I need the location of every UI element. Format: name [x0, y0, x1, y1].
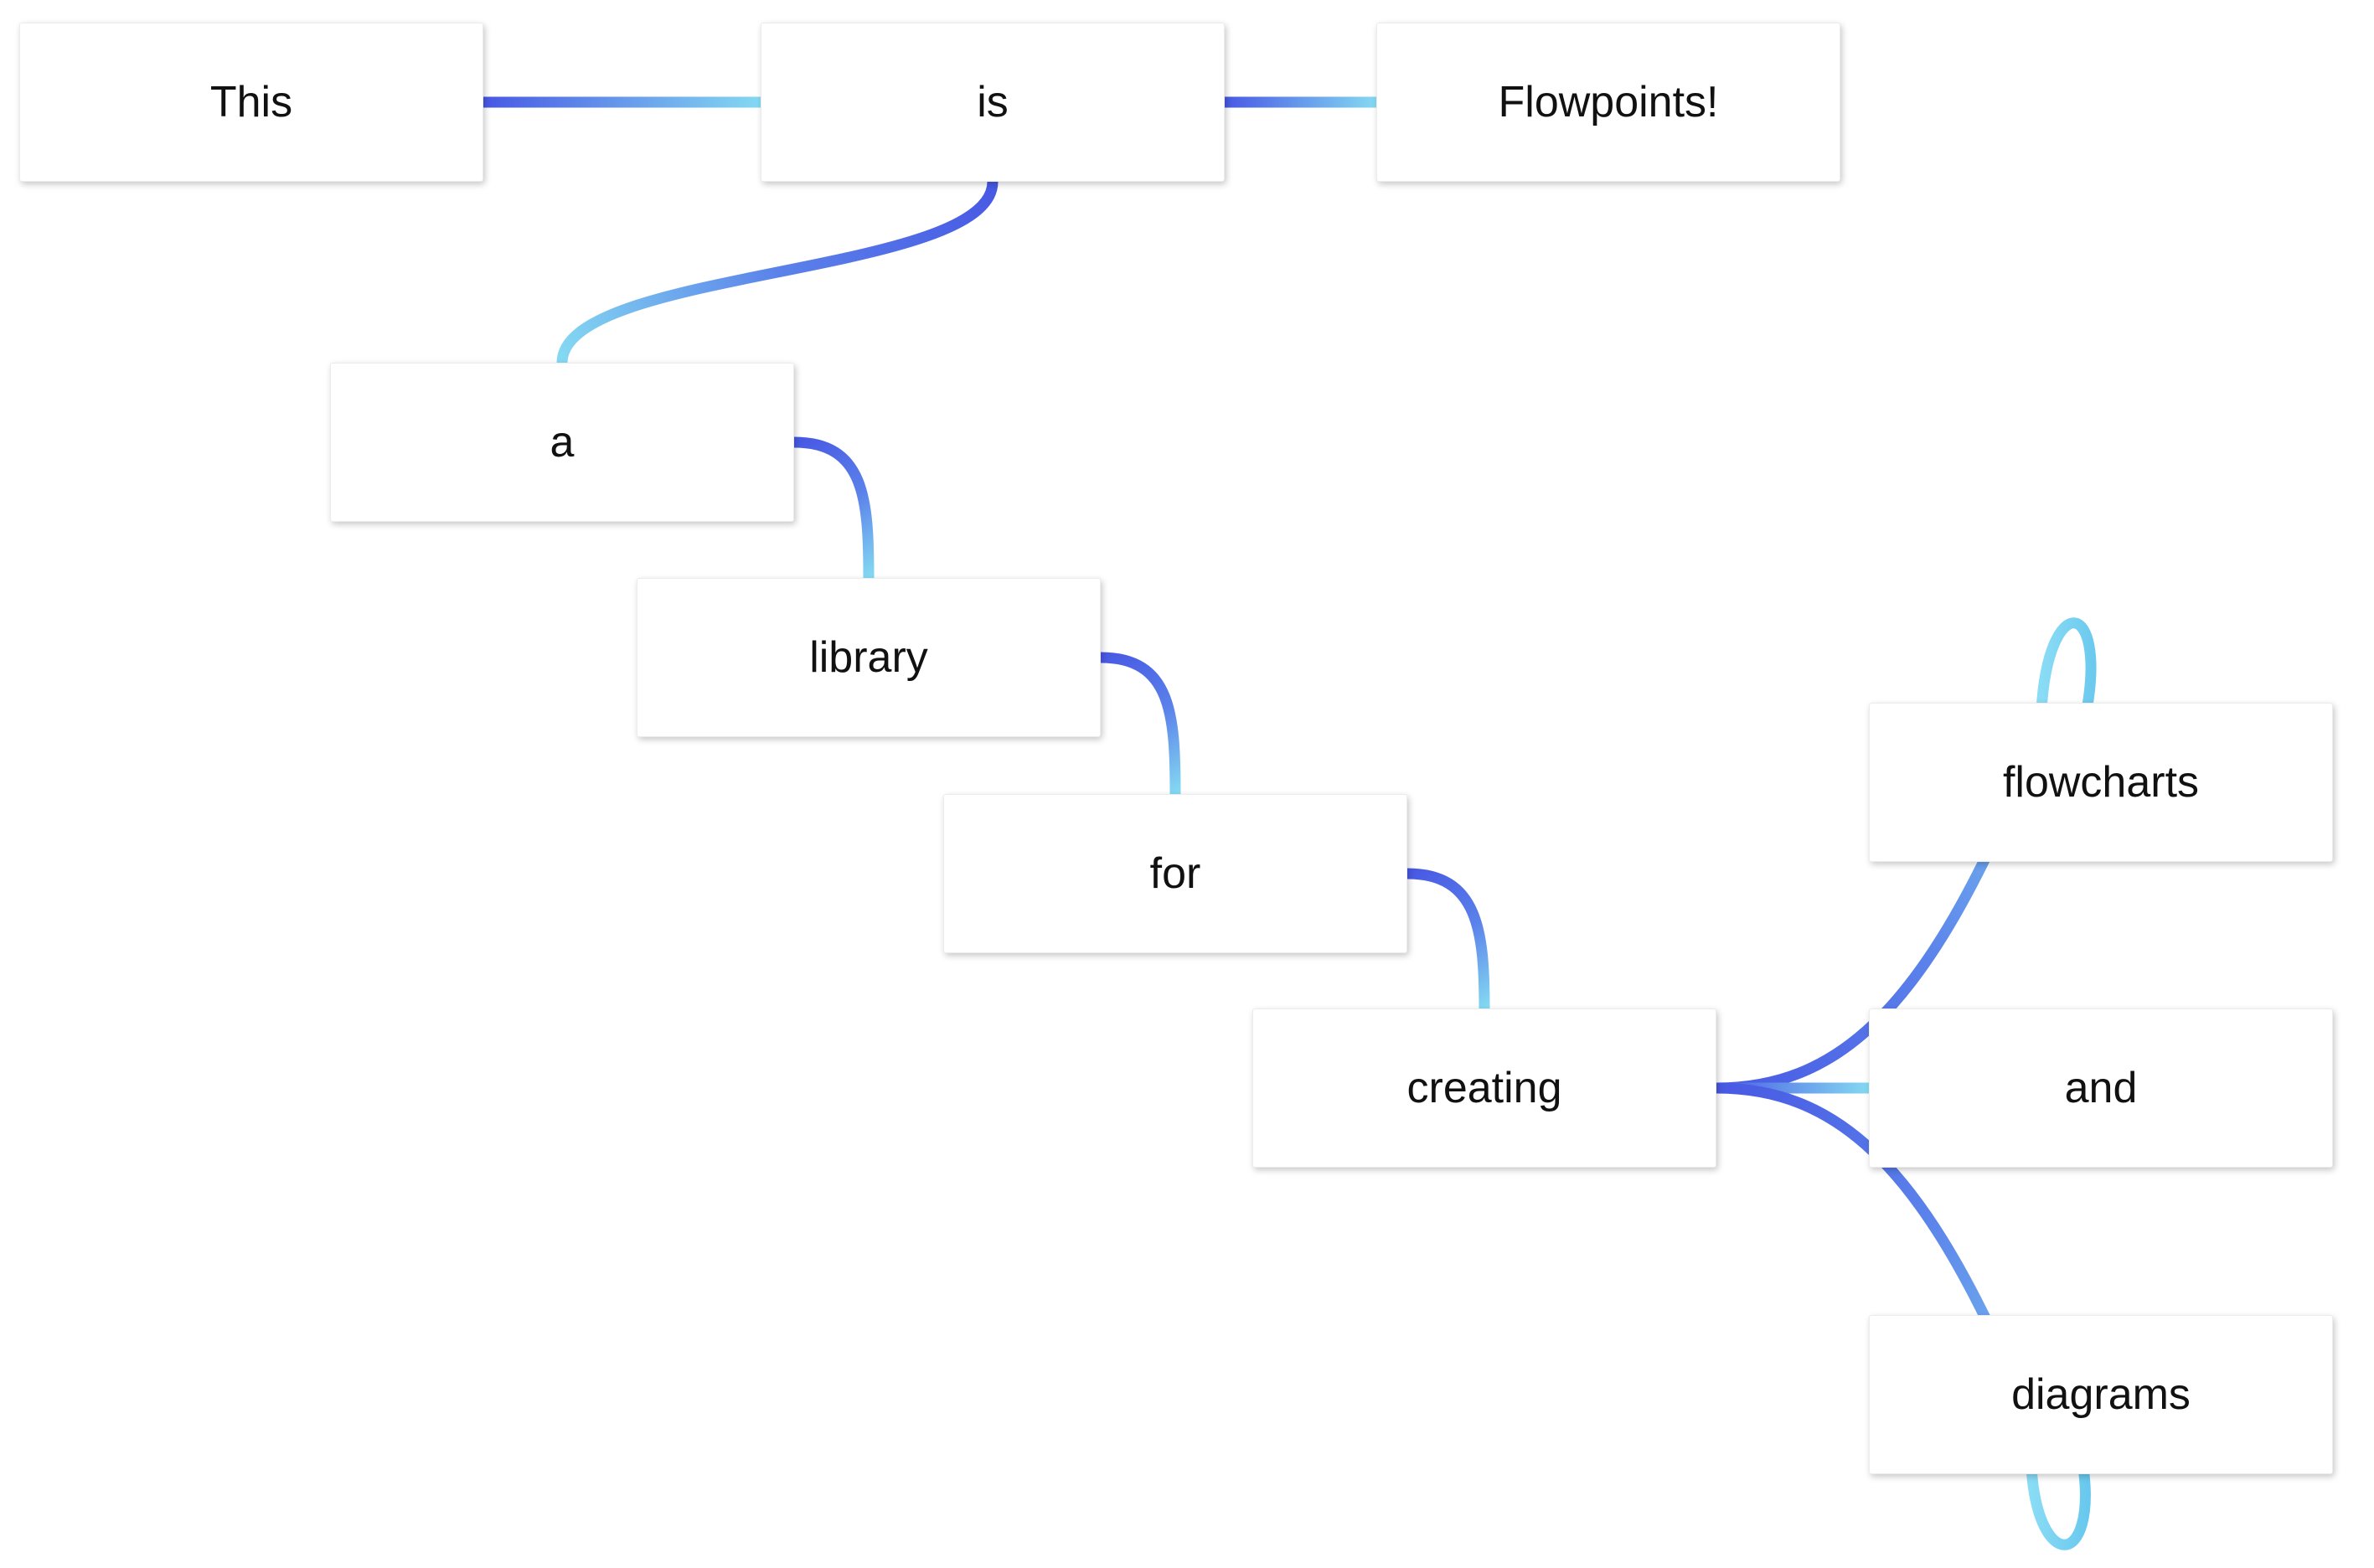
edge-library-for[interactable] — [1100, 652, 1181, 795]
node-diagrams[interactable]: diagrams — [1869, 1315, 2333, 1474]
node-for-label: for — [1149, 849, 1201, 898]
edge-a-library[interactable] — [793, 436, 875, 579]
node-this[interactable]: This — [19, 23, 483, 182]
node-diagrams-label: diagrams — [2011, 1370, 2191, 1419]
self-loop-diagrams[interactable] — [2026, 1467, 2091, 1550]
node-this-label: This — [209, 78, 293, 126]
edge-is-a[interactable] — [556, 181, 999, 364]
node-is-label: is — [977, 78, 1009, 126]
node-and-label: and — [2064, 1064, 2138, 1112]
node-flowpoints-label: Flowpoints! — [1498, 78, 1719, 126]
node-creating-label: creating — [1406, 1064, 1562, 1112]
node-flowpoints[interactable]: Flowpoints! — [1376, 23, 1840, 182]
node-and[interactable]: and — [1869, 1008, 2333, 1168]
node-a[interactable]: a — [330, 363, 794, 522]
node-a-label: a — [550, 418, 575, 467]
node-library-label: library — [809, 633, 928, 682]
node-is[interactable]: is — [761, 23, 1225, 182]
node-creating[interactable]: creating — [1252, 1008, 1716, 1168]
node-for[interactable]: for — [943, 794, 1407, 953]
self-loop-flowcharts[interactable] — [2036, 617, 2097, 712]
edge-for-creating[interactable] — [1406, 868, 1490, 1009]
node-flowcharts[interactable]: flowcharts — [1869, 703, 2333, 862]
node-flowcharts-label: flowcharts — [2002, 758, 2200, 807]
node-library[interactable]: library — [637, 578, 1101, 737]
